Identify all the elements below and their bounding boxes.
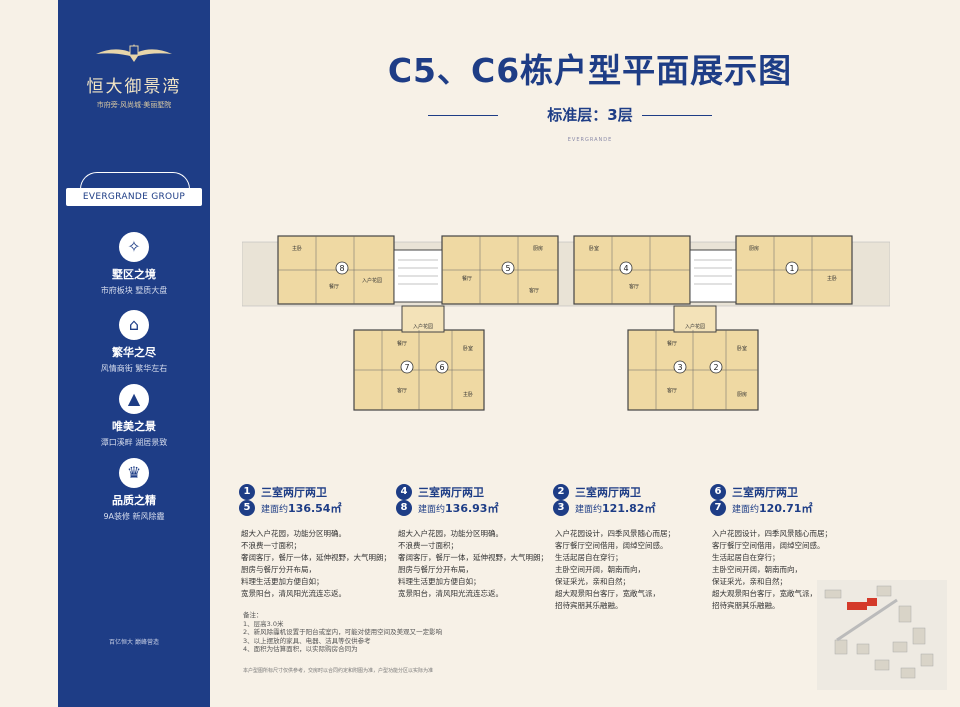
note-item: 4、面积为估算面积，以实际购房合同为 <box>243 645 358 653</box>
unit-label: 6 <box>439 363 444 372</box>
floor-plan: 8 5 4 1 7 6 3 2 入户花园 餐厅 主卧 餐厅 客厅 厨房 卧室 客… <box>242 220 890 430</box>
group-arch <box>80 172 190 189</box>
feature-item: ✧ 墅区之境 市府板块 墅质大盘 <box>58 232 210 296</box>
room-label: 入户花园 <box>413 323 433 330</box>
group-band: EVERGRANDE GROUP <box>66 188 202 206</box>
unit-label: 4 <box>623 264 628 273</box>
fine-print: 本户型图所标尺寸仅供参考，交房时以合同约定和附图为准，户型功能分区以实际为准 <box>243 668 434 674</box>
unit-label: 1 <box>789 264 794 273</box>
feature-desc: 潭口溪畔 湖居景致 <box>100 438 168 447</box>
unit-desc: 超大入户花园，功能分区明确。不浪费一寸面积；奢阔客厅，餐厅一体，延伸视野，大气明… <box>241 529 391 598</box>
room-label: 餐厅 <box>462 275 472 282</box>
plan-entry-right <box>673 305 717 333</box>
divider <box>642 115 712 116</box>
brand-small: EVERGRANDE <box>567 137 613 143</box>
unit-number: 6 <box>710 484 726 500</box>
unit-area: 建面约120.71㎡ <box>732 502 813 515</box>
unit-number: 1 <box>239 484 255 500</box>
unit-number: 5 <box>239 500 255 516</box>
unit-title: 三室两厅两卫 <box>575 486 641 499</box>
note-item: 2、新风除霾机设置于阳台或室内，可能对使用空间及美观又一定影响 <box>243 628 443 636</box>
unit-label: 5 <box>505 264 510 273</box>
page-title: C5、C6栋户型平面展示图 <box>387 51 793 90</box>
room-label: 厨房 <box>749 245 759 252</box>
brand-name: 恒大御景湾 <box>86 77 182 97</box>
unit-title: 三室两厅两卫 <box>732 486 798 499</box>
room-label: 主卧 <box>827 275 837 282</box>
unit-number: 3 <box>553 500 569 516</box>
room-label: 餐厅 <box>667 340 677 347</box>
unit-area: 建面约136.93㎡ <box>418 502 499 515</box>
brand-tagline: 市府旁·风尚城·美丽墅院 <box>96 101 172 109</box>
feature-title: 唯美之景 <box>112 420 156 433</box>
unit-title: 三室两厅两卫 <box>261 486 327 499</box>
brand-logo: 恒大御景湾 市府旁·风尚城·美丽墅院 <box>58 40 210 110</box>
room-label: 卧室 <box>589 245 599 252</box>
feature-title: 墅区之境 <box>112 268 156 281</box>
feature-item: ⌂ 繁华之尽 风情商街 繁华左右 <box>58 310 210 374</box>
note-item: 1、层高3.0米 <box>243 619 284 628</box>
brand-footer: 百亿恒大 巅峰营造 <box>109 639 159 646</box>
unit-desc: 超大入户花园，功能分区明确。不浪费一寸面积；奢阔客厅，餐厅一体，延伸视野，大气明… <box>398 529 548 598</box>
notes: 备注： 1、层高3.0米 2、新风除霾机设置于阳台或室内，可能对使用空间及美观又… <box>243 611 442 654</box>
room-label: 卧室 <box>737 345 747 352</box>
floor-subtitle: 标准层：3层 <box>547 106 633 124</box>
room-label: 餐厅 <box>329 283 339 290</box>
unit-number: 7 <box>710 500 726 516</box>
feature-item: ♛ 品质之精 9A装修 新风除霾 <box>58 458 210 522</box>
site-map <box>817 580 947 690</box>
unit-title: 三室两厅两卫 <box>418 486 484 499</box>
feature-desc: 市府板块 墅质大盘 <box>100 286 168 295</box>
brand-sidebar: 恒大御景湾 市府旁·风尚城·美丽墅院 EVERGRANDE GROUP ✧ 墅区… <box>58 0 210 707</box>
room-label: 厨房 <box>737 391 747 398</box>
plan-entry-left <box>401 305 445 333</box>
crest-icon <box>96 44 172 62</box>
feature-title: 繁华之尽 <box>112 346 156 359</box>
unit-label: 3 <box>677 363 682 372</box>
room-label: 主卧 <box>463 391 473 398</box>
room-label: 入户花园 <box>685 323 705 330</box>
plan-stair-lines <box>398 259 732 285</box>
notes-heading: 备注： <box>243 611 263 619</box>
unit-desc: 入户花园设计，四季风景随心而居；客厅餐厅空间借用，阔绰空间感。生活起居自在穿行；… <box>555 529 675 610</box>
plan-unit-markers <box>335 261 799 374</box>
compass-icon: ✧ <box>119 232 149 262</box>
unit-label: 7 <box>404 363 409 372</box>
feature-item: ▲ 唯美之景 潭口溪畔 湖居景致 <box>58 384 210 448</box>
unit-desc: 入户花园设计，四季风景随心而居；客厅餐厅空间借用，阔绰空间感。生活起居自在穿行；… <box>712 529 832 610</box>
site-highlight <box>847 602 867 610</box>
feature-desc: 9A装修 新风除霾 <box>103 512 165 521</box>
unit-label: 2 <box>713 363 718 372</box>
mountain-icon: ▲ <box>119 384 149 414</box>
unit-area: 建面约136.54㎡ <box>261 502 342 515</box>
unit-number: 4 <box>396 484 412 500</box>
unit-area: 建面约121.82㎡ <box>575 502 656 515</box>
feature-title: 品质之精 <box>112 494 156 507</box>
crown-icon: ♛ <box>119 458 149 488</box>
room-label: 主卧 <box>292 245 302 252</box>
dome-icon: ⌂ <box>119 310 149 340</box>
room-label: 餐厅 <box>397 340 407 347</box>
room-label: 客厅 <box>629 283 639 290</box>
room-label: 入户花园 <box>362 277 382 284</box>
room-label: 客厅 <box>667 387 677 394</box>
unit-number: 8 <box>396 500 412 516</box>
feature-desc: 风情商街 繁华左右 <box>100 364 168 373</box>
room-label: 客厅 <box>397 387 407 394</box>
room-label: 厨房 <box>533 245 543 252</box>
room-label: 卧室 <box>463 345 473 352</box>
group-name: EVERGRANDE GROUP <box>82 192 186 202</box>
note-item: 3、以上摆放的家具、电器、洁具等仅供参考 <box>243 636 371 645</box>
unit-number: 2 <box>553 484 569 500</box>
divider <box>428 115 498 116</box>
unit-label: 8 <box>339 264 344 273</box>
room-label: 客厅 <box>529 287 539 294</box>
